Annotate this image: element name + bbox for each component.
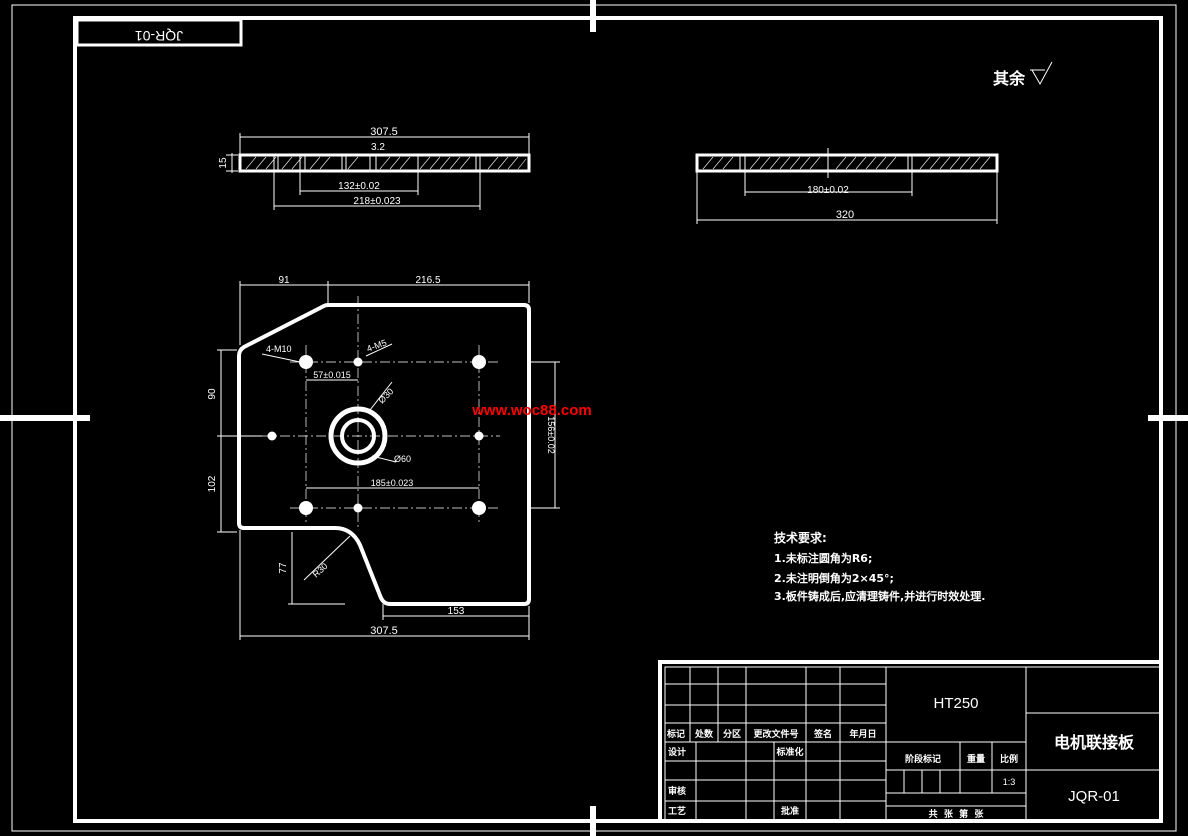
hole-m10 [472,355,486,369]
dim-inner-left: 132±0.02 [338,181,380,192]
dim-216-5: 216.5 [415,275,440,286]
roughness-symbol-icon [1030,61,1053,86]
hole-m10 [472,501,486,515]
dim-thickness: 15 [218,157,229,169]
tb-design-label: 设计 [668,746,686,758]
dim-156: 156±0.02 [546,416,556,453]
code-tag-text: JQR-01 [135,28,183,44]
hole-m5 [353,357,363,367]
tb-sheet-text: 共 张 第 张 [929,808,985,820]
code-tag-box [75,18,243,47]
tb-header-cell: 年月日 [849,728,876,740]
side-view-right: 180±0.02 320 [695,148,999,224]
dim-307-5-bottom: 307.5 [370,625,398,637]
tb-material: HT250 [933,695,978,712]
tb-header-cell: 签名 [813,728,832,740]
hole-m5 [353,503,363,513]
dim-d60: Ø60 [394,454,411,464]
side-view-left-hatch [245,156,527,170]
dim-roughness: 3.2 [371,142,385,153]
watermark-text: www.woc88.com [471,402,591,419]
dim-57: 57±0.015 [313,370,350,380]
tb-review-label: 审核 [668,785,686,797]
dim-77: 77 [278,562,289,574]
dim-d30: Ø30 [376,386,395,405]
dim-102: 102 [207,475,218,492]
plan-view-outline [237,303,531,606]
roughness-note: 其余 [993,69,1026,88]
dim-91: 91 [278,275,290,286]
outer-sheet-border [11,4,1177,832]
dim-90: 90 [207,388,218,400]
dim-outer-left: 218±0.023 [353,196,401,207]
tb-standardize-label: 标准化 [775,746,803,758]
tech-req-title: 技术要求: [774,530,827,545]
dim-total-right: 320 [836,209,854,221]
tb-header-cell: 分区 [723,728,741,740]
tb-part-name: 电机联接板 [1054,733,1135,752]
tb-scale-value: 1:3 [1003,777,1016,787]
dim-185: 185±0.023 [371,478,413,488]
tech-req-item: 3.板件铸成后,应清理铸件,并进行时效处理. [774,589,985,603]
side-view-right-outline [695,153,999,173]
tech-requirements: 技术要求: 1.未标注圆角为R6; 2.未注明倒角为2×45°; 3.板件铸成后… [774,530,985,603]
label-4-m10: 4-M10 [266,344,292,354]
tb-process-label: 工艺 [668,805,686,817]
tb-header-cell: 处数 [694,728,714,740]
tb-stage-label: 阶段标记 [905,753,941,765]
hole-m5 [474,431,484,441]
tb-weight-label: 重量 [967,753,985,765]
side-view-left: 307.5 15 3.2 132±0.02 218±0.023 [218,126,531,210]
hole-m10 [299,501,313,515]
plan-view: 91 216.5 90 102 77 153 307.5 4-M10 4-M5 … [207,275,560,640]
dim-inner-right: 180±0.02 [807,185,849,196]
tb-header-cell: 标记 [666,728,685,740]
hole-m5 [267,431,277,441]
dim-total-left: 307.5 [370,126,398,138]
tb-part-code: JQR-01 [1068,788,1120,805]
dim-153: 153 [448,606,465,617]
tb-scale-label: 比例 [1000,753,1018,765]
dim-r30: R30 [311,561,330,579]
side-view-right-hatch [702,156,991,170]
tech-req-item: 1.未标注圆角为R6; [774,551,872,565]
tb-approve-label: 批准 [781,805,799,817]
tech-req-item: 2.未注明倒角为2×45°; [774,571,894,585]
hole-m10 [299,355,313,369]
side-view-left-outline [238,153,531,173]
tb-header-cell: 更改文件号 [753,728,798,740]
title-block: 标记 处数 分区 更改文件号 签名 年月日 设计 标准化 审核 工艺 批准 HT… [658,660,1163,823]
